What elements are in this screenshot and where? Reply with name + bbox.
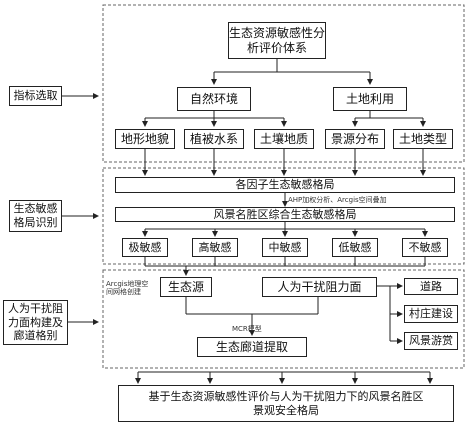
land-use-box: 土地利用	[333, 87, 407, 111]
level-low: 低敏感	[332, 238, 378, 257]
step1-box: 指标选取	[9, 86, 62, 106]
natural-environment-box: 自然环境	[177, 87, 251, 111]
evaluation-system-box: 生态资源敏感性分 析评价体系	[228, 22, 326, 59]
level-none: 不敏感	[402, 238, 448, 257]
level-extreme: 极敏感	[122, 238, 168, 257]
corridor-box: 生态廊道提取	[197, 337, 307, 357]
step3-box: 人为干扰阻 力面构建及 廊道格别	[3, 300, 68, 345]
overall-pattern-box: 风景名胜区综合生态敏感格局	[115, 207, 455, 222]
ahp-note: AHP加权分析、Arcgis空间叠加	[288, 196, 387, 204]
step2-box: 生态敏感 格局识别	[9, 200, 62, 232]
resistance-factor-villages: 村庄建设	[404, 305, 458, 323]
eco-source-box: 生态源	[160, 277, 212, 297]
factor-pattern-box: 各因子生态敏感格局	[115, 177, 455, 193]
factor-vegetation: 植被水系	[184, 129, 244, 149]
panel-indicator	[102, 4, 465, 163]
final-result-box: 基于生态资源敏感性评价与人为干扰阻力下的风景名胜区 景观安全格局	[118, 385, 454, 422]
level-high: 高敏感	[192, 238, 238, 257]
panel-resistance	[102, 269, 465, 369]
mcr-note: MCR模型	[232, 325, 262, 333]
resistance-factor-tourism: 风景游赏	[404, 332, 458, 350]
resistance-box: 人为干扰阻力面	[262, 277, 377, 297]
resistance-factor-roads: 道路	[404, 278, 458, 295]
factor-landtype: 土地类型	[393, 129, 453, 149]
factor-terrain: 地形地貌	[115, 129, 175, 149]
arcgis-note: Arcgis地理空 间网格创建	[106, 280, 149, 297]
factor-soil: 土壤地质	[254, 129, 314, 149]
level-medium: 中敏感	[262, 238, 308, 257]
factor-scenery: 景源分布	[325, 129, 385, 149]
